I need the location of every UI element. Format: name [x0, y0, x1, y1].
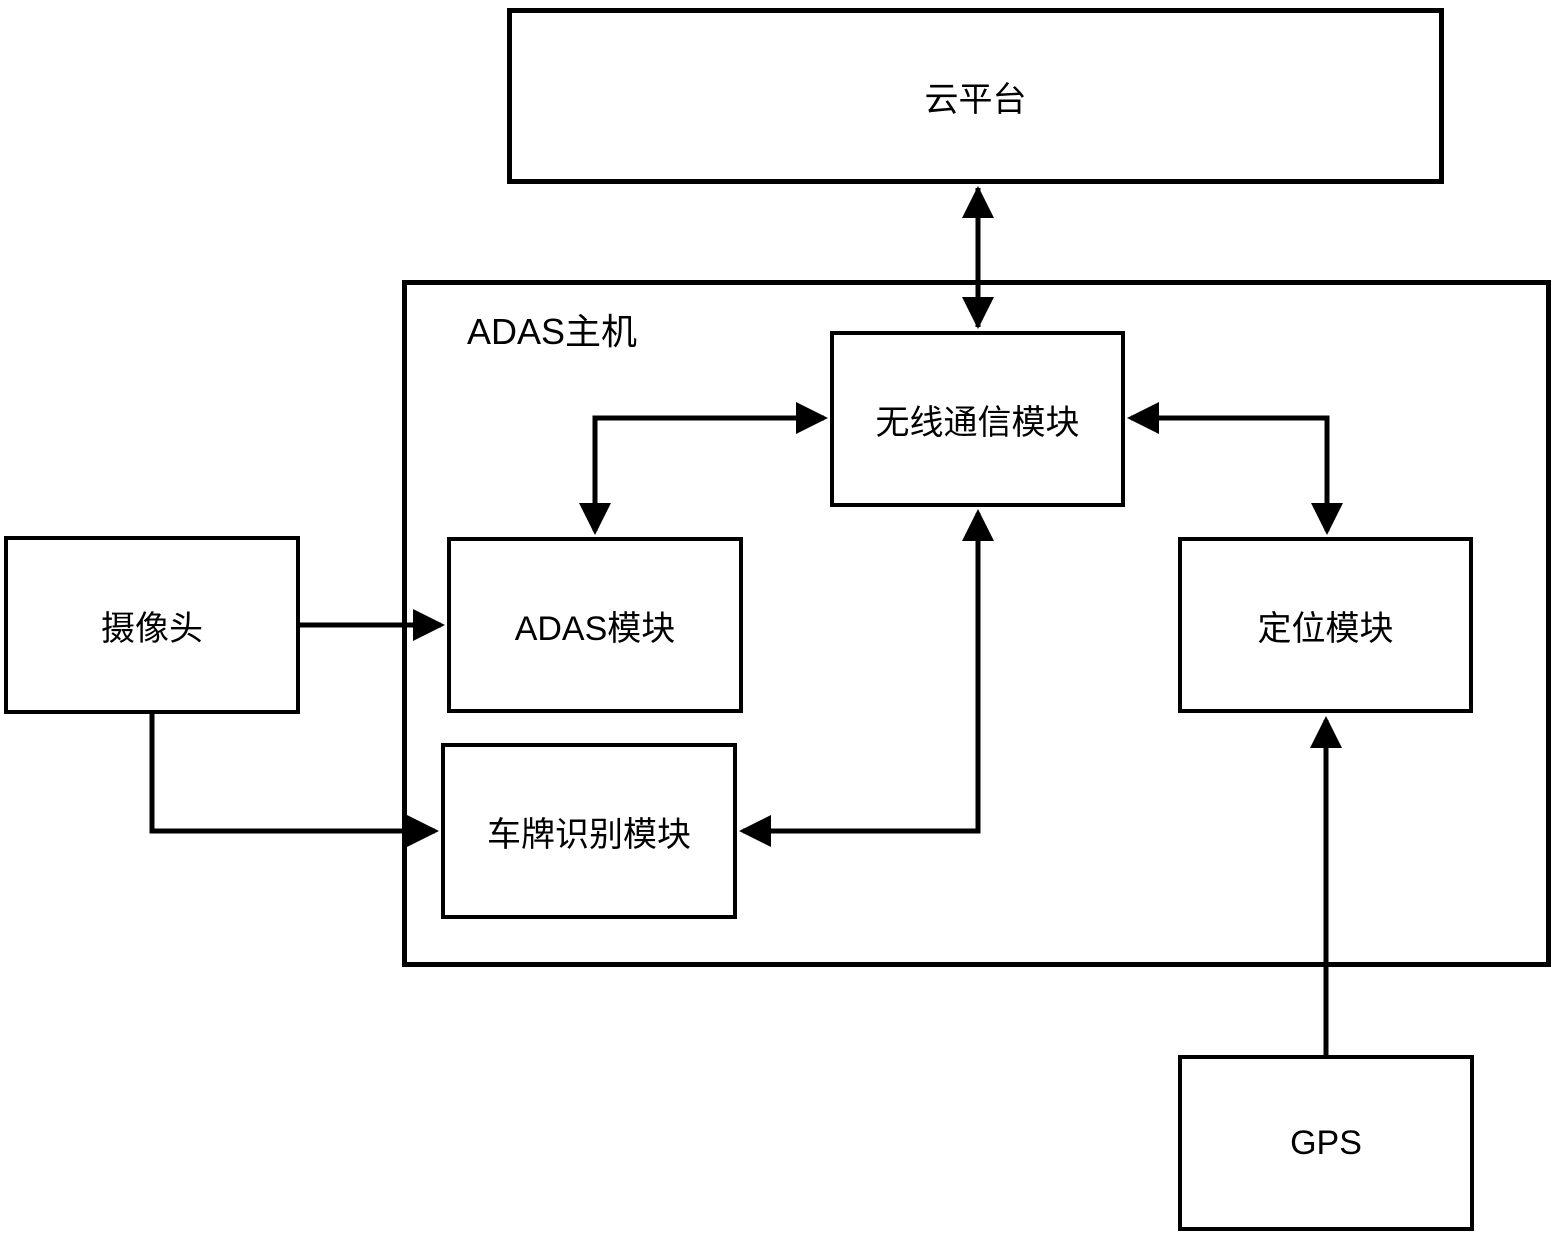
node-wireless-module-label: 无线通信模块: [875, 403, 1080, 442]
node-cloud-platform: 云平台: [507, 8, 1444, 184]
node-gps: GPS: [1178, 1055, 1474, 1231]
node-adas-module: ADAS模块: [447, 537, 743, 713]
node-gps-label: GPS: [1290, 1123, 1362, 1162]
node-positioning-module: 定位模块: [1178, 537, 1473, 713]
connector-camera-plate-recognition: [149, 712, 439, 847]
node-camera-label: 摄像头: [101, 609, 203, 648]
node-wireless-module: 无线通信模块: [830, 331, 1125, 507]
node-positioning-module-label: 定位模块: [1257, 609, 1394, 648]
node-cloud-platform-label: 云平台: [924, 80, 1027, 119]
arrowhead-up-icon: [962, 186, 994, 218]
node-adas-module-label: ADAS模块: [514, 609, 676, 648]
node-plate-recognition-module-label: 车牌识别模块: [487, 815, 691, 854]
node-adas-host-label: ADAS主机: [467, 311, 638, 352]
node-camera: 摄像头: [4, 536, 300, 714]
node-plate-recognition-module: 车牌识别模块: [441, 743, 737, 919]
